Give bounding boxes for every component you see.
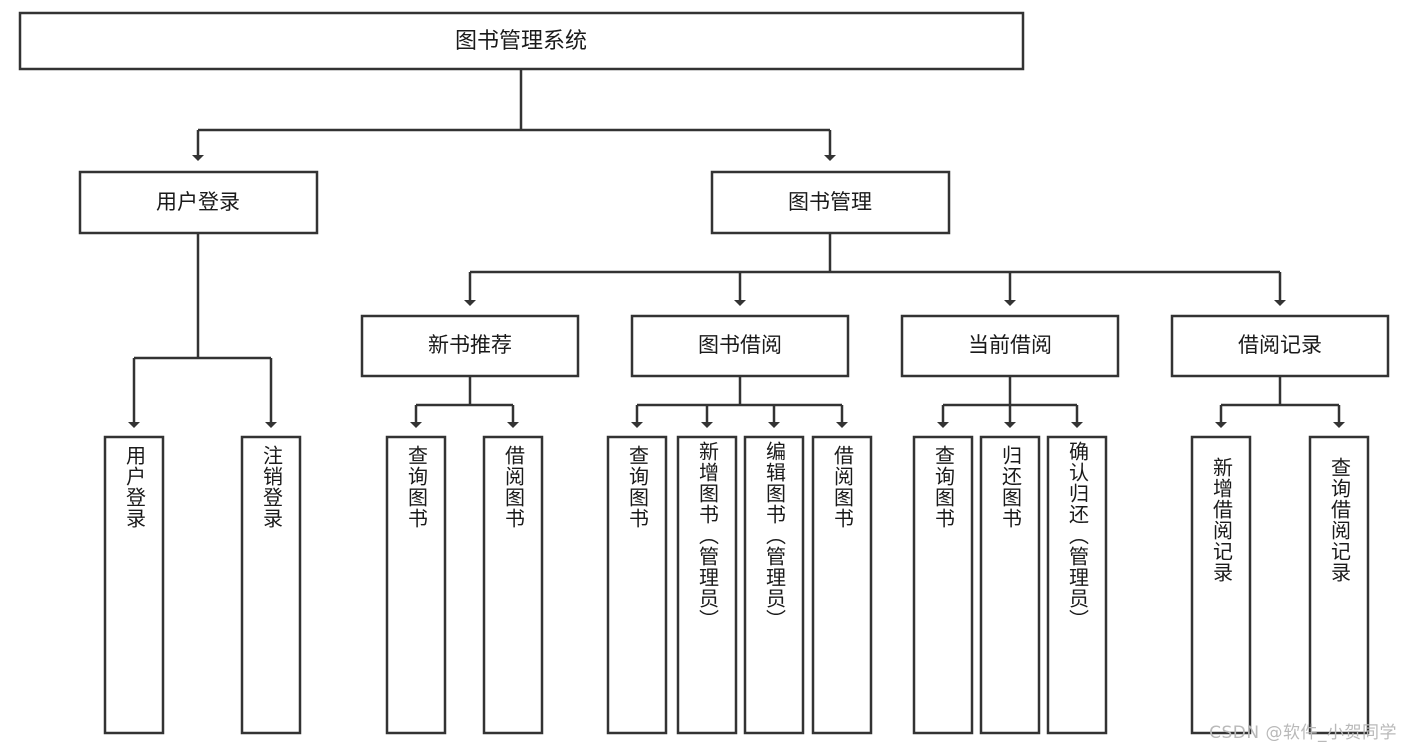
node-borrow-record[interactable]: 借阅记录	[1170, 314, 1390, 378]
node-label-current-borrow: 当前借阅	[968, 333, 1052, 357]
node-leaf-add-book[interactable]	[676, 435, 738, 735]
connector-userlogin-to-leaves	[128, 233, 277, 428]
watermark-text: CSDN @软件_小贺同学	[1209, 723, 1397, 743]
node-label-user-login: 用户登录	[156, 190, 240, 214]
connector-newbook-to-leaves	[410, 376, 519, 428]
node-label-book-manage: 图书管理	[788, 190, 872, 214]
node-leaf-add-record[interactable]	[1190, 435, 1252, 735]
node-leaf-confirm-return[interactable]	[1046, 435, 1108, 735]
node-leaf-query-book-1[interactable]	[385, 435, 447, 735]
node-leaf-return-book[interactable]	[979, 435, 1041, 735]
connector-currentborrow-to-leaves	[937, 376, 1083, 428]
connector-bookmanage-to-level3	[464, 233, 1286, 306]
node-new-book-recommend[interactable]: 新书推荐	[360, 314, 580, 378]
connector-borrowrecord-to-leaves	[1215, 376, 1345, 428]
node-book-borrow[interactable]: 图书借阅	[630, 314, 850, 378]
node-leaf-query-book-2[interactable]	[606, 435, 668, 735]
node-leaf-query-record[interactable]	[1308, 435, 1370, 735]
node-label-book-borrow: 图书借阅	[698, 333, 782, 357]
node-leaf-edit-book[interactable]	[743, 435, 805, 735]
connector-root-to-level2	[192, 69, 836, 161]
node-book-manage[interactable]: 图书管理	[710, 170, 951, 235]
connector-bookborrow-to-leaves	[631, 376, 848, 428]
node-label-new-book-recommend: 新书推荐	[428, 333, 512, 357]
node-current-borrow[interactable]: 当前借阅	[900, 314, 1120, 378]
node-label-root: 图书管理系统	[455, 29, 587, 54]
node-leaf-borrow-book-2[interactable]	[811, 435, 873, 735]
node-leaf-logout[interactable]	[240, 435, 302, 735]
node-user-login[interactable]: 用户登录	[78, 170, 319, 235]
node-leaf-query-book-3[interactable]	[912, 435, 974, 735]
node-book-management-system[interactable]: 图书管理系统	[18, 11, 1025, 71]
node-leaf-borrow-book-1[interactable]	[482, 435, 544, 735]
node-label-borrow-record: 借阅记录	[1238, 333, 1322, 357]
node-leaf-user-login[interactable]	[103, 435, 165, 735]
